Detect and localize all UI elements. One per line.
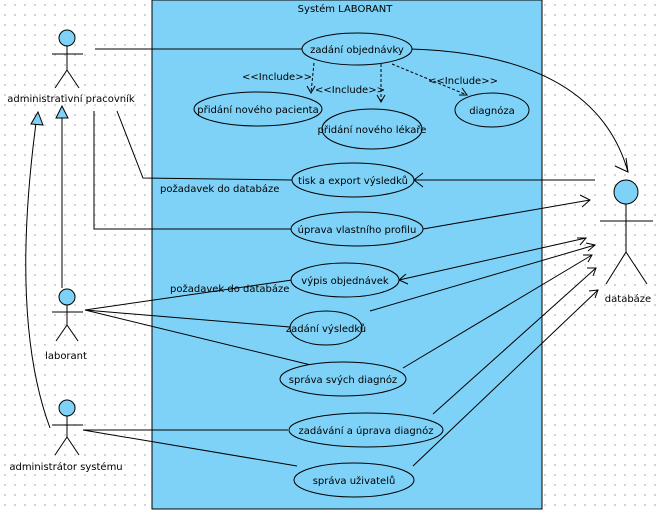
assoc-sysadmin-uzivatele <box>82 429 298 467</box>
actor-label: laborant <box>45 351 87 362</box>
actor-head <box>613 179 639 205</box>
assoc-zadani-database <box>410 48 629 173</box>
use-case-zadani-vysledku[interactable]: zadání výsledků <box>286 310 366 346</box>
arrowhead-database-zadavani <box>587 267 597 277</box>
use-case-sprava-uzivatelu[interactable]: správa uživatelů <box>293 462 415 498</box>
actor-laborant[interactable]: laborant <box>45 288 87 362</box>
use-case-pridani-lekare[interactable]: přidání nového lékaře <box>318 108 427 150</box>
assoc-profil-database <box>422 199 591 230</box>
arrowhead-database-diagnozy <box>583 254 593 263</box>
actor-database[interactable]: databáze <box>600 179 653 305</box>
generalizations <box>25 104 69 429</box>
use-case-zadavani-uprava-diagnoz[interactable]: zadávání a úprava diagnóz <box>288 412 444 448</box>
associations <box>82 48 629 467</box>
use-case-label: zadání výsledků <box>286 323 366 335</box>
label-vypis-request: požadavek do databáze <box>170 283 289 295</box>
use-case-diagnoza[interactable]: diagnóza <box>454 92 530 128</box>
actor-label: administrativní pracovník <box>7 93 135 105</box>
assoc-database-vypis <box>398 237 587 281</box>
use-case-label: výpis objednávek <box>301 275 389 287</box>
include-arrowhead-diagnoza <box>459 87 468 96</box>
use-case-label: diagnóza <box>469 105 514 117</box>
use-case-tisk-export[interactable]: tisk a export výsledků <box>291 162 415 198</box>
actor-head <box>58 29 76 47</box>
use-case-sprava-diagnoz[interactable]: správa svých diagnóz <box>279 361 407 397</box>
label-tisk-request: požadavek do databáze <box>160 183 279 195</box>
include-label-pacient: <<Include>> <box>242 72 312 83</box>
gen-triangle-laborant <box>55 104 69 119</box>
assoc-laborant-vysledky <box>84 309 291 328</box>
arrowhead-database-uzivatele <box>588 289 599 299</box>
assoc-zadavani-database <box>432 267 597 415</box>
assoc-vysledky-database <box>369 244 596 312</box>
assoc-admin-tisk <box>116 110 293 181</box>
use-case-label: zadávání a úprava diagnóz <box>299 425 434 437</box>
include-to-diagnoza <box>391 63 468 96</box>
gen-sysadmin-admin <box>25 122 51 429</box>
arrowhead-database-vysledky <box>585 242 597 252</box>
use-case-uprava-profilu[interactable]: úprava vlastního profilu <box>290 211 424 247</box>
include-label-diagnoza: <<Include>> <box>428 76 498 87</box>
use-case-label: přidání nového lékaře <box>318 124 427 136</box>
actor-head <box>58 288 76 306</box>
use-case-label: zadání objednávky <box>310 44 404 56</box>
actor-sysadmin[interactable]: administrátor systému <box>9 399 123 473</box>
use-case-label: úprava vlastního profilu <box>298 224 417 236</box>
arrowhead-database-vypis <box>577 237 588 246</box>
use-case-label: přidání nového pacienta <box>197 104 318 116</box>
actor-label: administrátor systému <box>9 461 122 473</box>
gen-triangle-sysadmin <box>30 110 44 126</box>
use-case-label: správa svých diagnóz <box>289 374 397 386</box>
use-case-label: správa uživatelů <box>313 475 396 487</box>
arrowhead-database-zadani <box>614 157 629 173</box>
assoc-admin-profil <box>93 111 292 230</box>
include-to-pacient <box>310 62 315 94</box>
actor-head <box>58 399 76 417</box>
include-dependencies: <<Include>> <<Include>> <<Include>> <box>242 62 498 104</box>
actor-label: databáze <box>605 293 651 305</box>
arrowhead-profil-database <box>579 194 591 208</box>
assoc-laborant-diagnozy <box>84 309 316 367</box>
include-arrowhead-pacient <box>306 85 316 95</box>
actor-admin-worker[interactable]: administrativní pracovník <box>7 29 135 105</box>
use-case-zadani-objednavky[interactable]: zadání objednávky <box>301 32 413 66</box>
use-case-vypis-objednavek[interactable]: výpis objednávek <box>290 262 400 298</box>
assoc-diagnozy-database <box>402 254 593 369</box>
include-label-lekar: <<Include>> <box>315 85 385 96</box>
system-title: Systém LABORANT <box>298 3 394 15</box>
assoc-laborant-vypis <box>84 279 293 311</box>
include-arrowhead-lekar <box>376 94 386 104</box>
assoc-uzivatele-database <box>412 289 599 467</box>
use-case-pridani-pacienta[interactable]: přidání nového pacienta <box>193 91 323 127</box>
use-case-label: tisk a export výsledků <box>298 175 408 187</box>
